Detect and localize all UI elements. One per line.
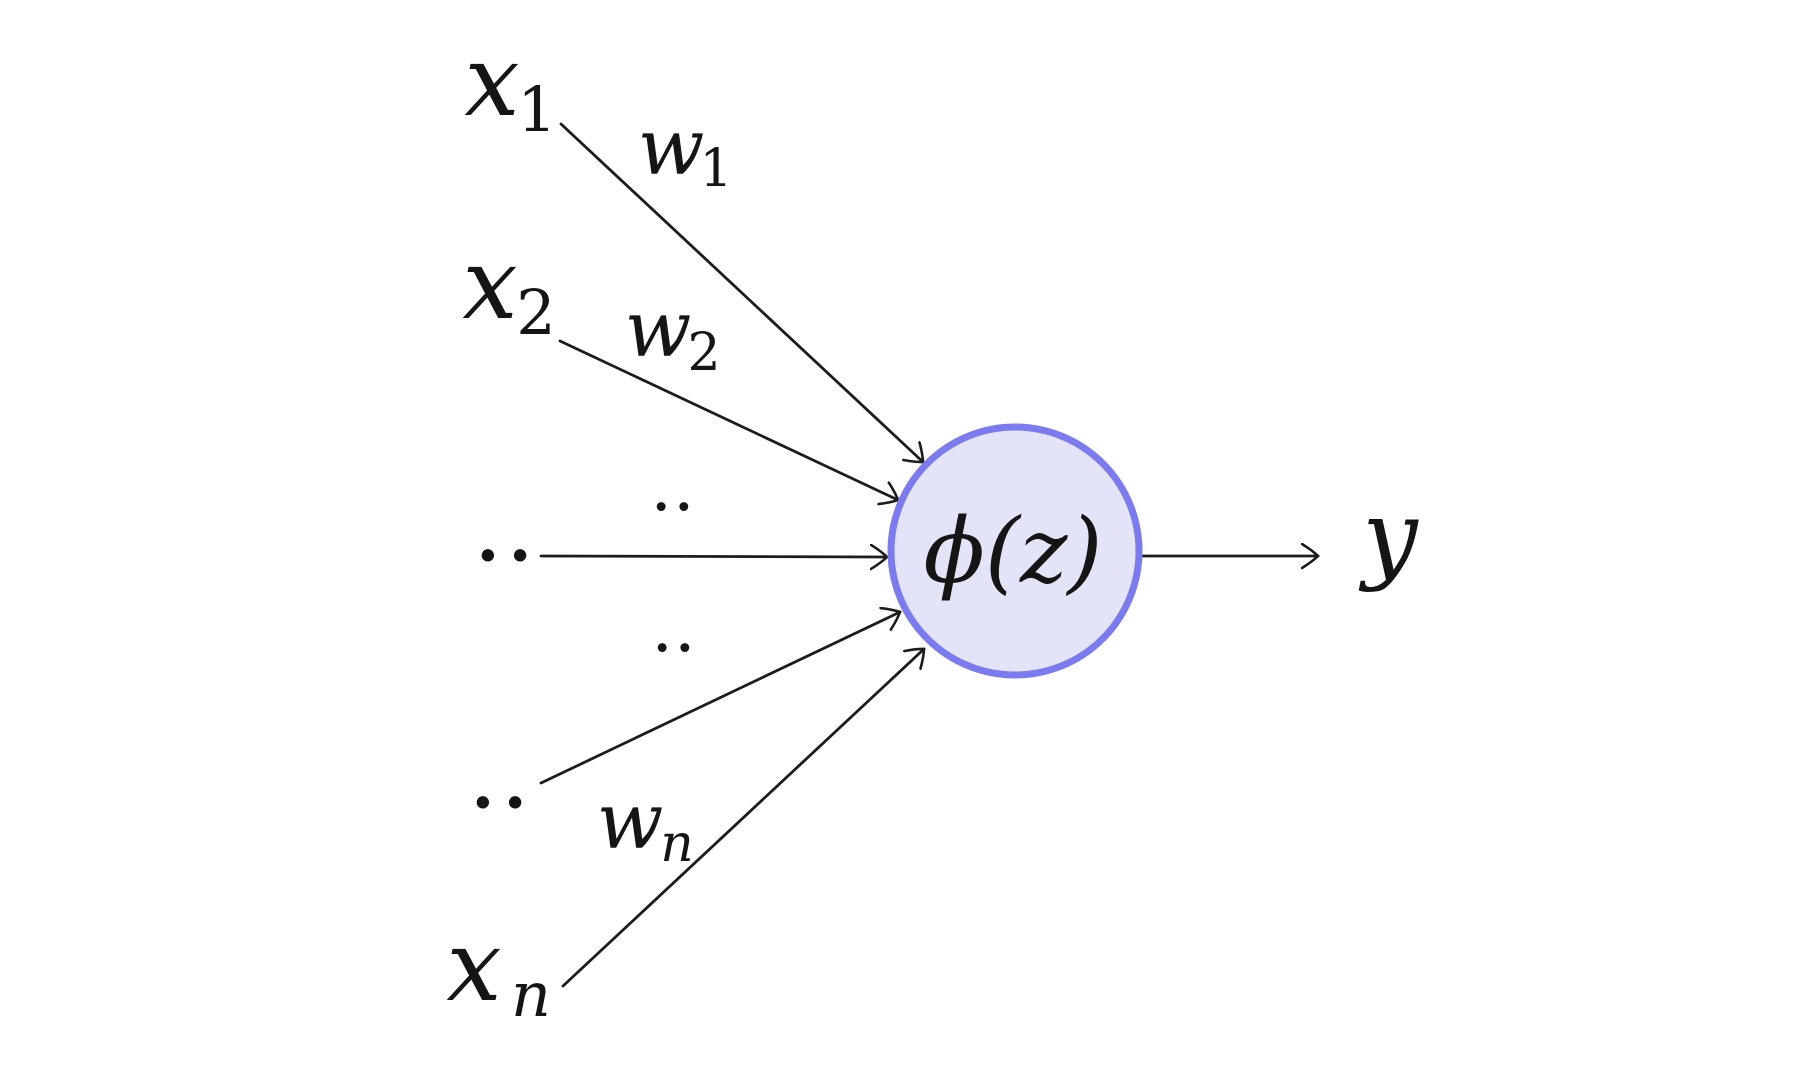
edge-input-xn bbox=[561, 647, 926, 988]
weight-label-wn-base: w bbox=[597, 777, 664, 867]
input-ellipsis-mid: .. bbox=[473, 473, 537, 583]
weight-ellipsis-lower: .. bbox=[651, 589, 696, 668]
weight-label-w1-base: w bbox=[638, 103, 705, 193]
weight-label-w1-sub: 1 bbox=[699, 139, 732, 199]
input-label-x1-base: x bbox=[464, 25, 519, 139]
input-label-xn-base: x bbox=[446, 910, 501, 1024]
weight-ellipsis-upper: .. bbox=[650, 448, 695, 527]
neuron-node bbox=[887, 423, 1143, 679]
input-label-x2-sub: 2 bbox=[516, 276, 555, 349]
edge-input-x1 bbox=[559, 122, 925, 464]
edge-input-x2 bbox=[558, 339, 898, 500]
output-label: y bbox=[1358, 480, 1419, 594]
activation-function-label: ϕ(z) bbox=[924, 499, 1103, 604]
weight-label-wn-sub: n bbox=[660, 814, 694, 874]
input-ellipsis-lower: .. bbox=[468, 720, 532, 830]
edge-input-ellipsis-mid bbox=[539, 556, 887, 557]
input-label-x1-sub: 1 bbox=[517, 73, 556, 146]
weight-label-w2-sub: 2 bbox=[687, 323, 720, 383]
input-label-x2-base: x bbox=[462, 228, 517, 342]
weight-label-w2-base: w bbox=[625, 285, 692, 375]
input-label-xn-sub: n bbox=[511, 958, 551, 1031]
edge-input-ellipsis-lower bbox=[539, 612, 900, 785]
